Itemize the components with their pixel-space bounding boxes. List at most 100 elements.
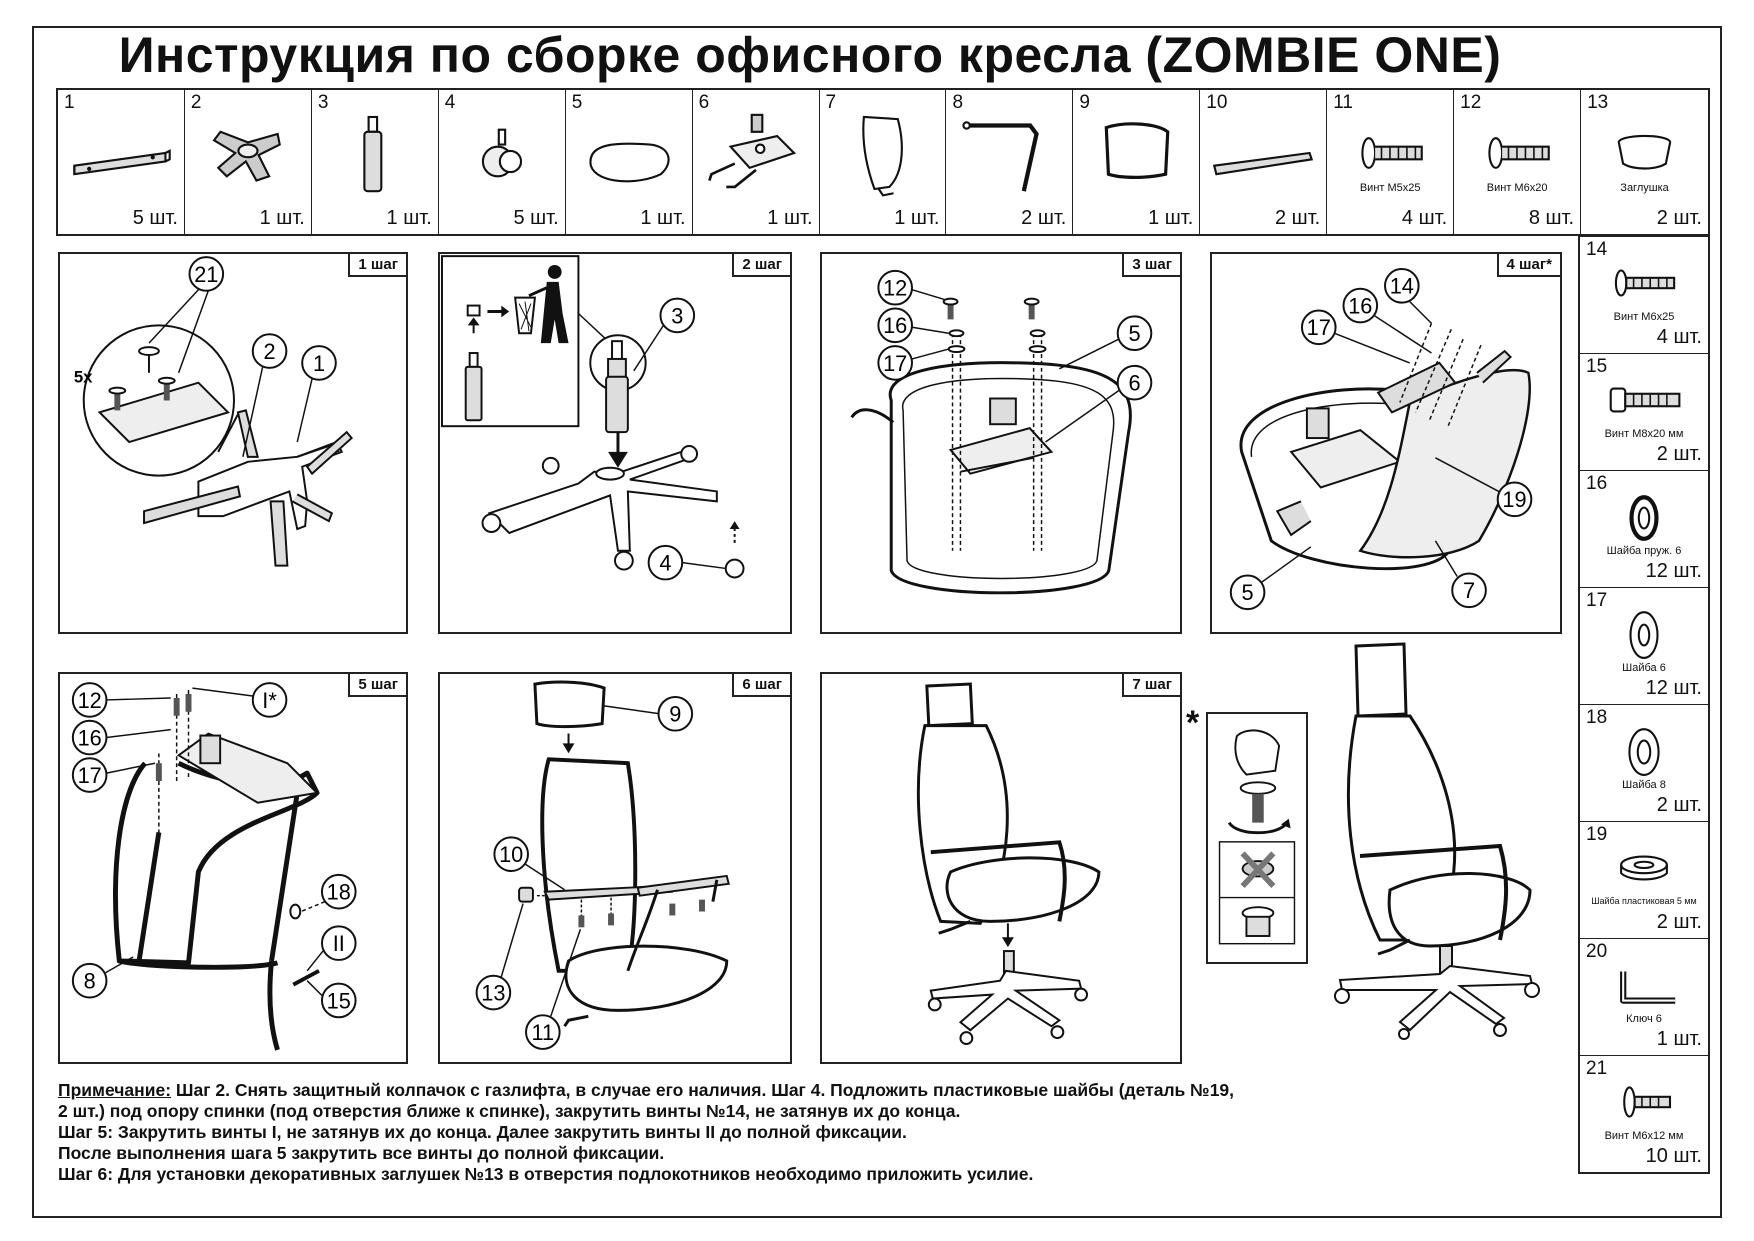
part-number: 18: [1586, 707, 1608, 728]
gas-lift-icon: [322, 108, 428, 198]
callout-11: 11: [532, 1020, 555, 1045]
step-5-panel: 12 16 17 I* 18 II 15 8 5 шаг: [58, 672, 408, 1064]
part-cell: 3 1 шт.: [312, 90, 439, 234]
part-name: Ключ 6: [1626, 1013, 1662, 1025]
part-quantity: 4 шт.: [1656, 326, 1702, 348]
step-3-label: 3 шаг: [1122, 254, 1180, 277]
page-frame: [32, 26, 1722, 1218]
backrest-icon: [830, 108, 936, 198]
assembly-note: Примечание: Шаг 2. Снять защитный колпач…: [58, 1080, 1558, 1185]
step-2-illustration: 3 4: [440, 255, 745, 581]
part-quantity: 2 шт.: [1656, 794, 1702, 816]
part-name: Винт М8х20 мм: [1604, 428, 1684, 440]
part-cell: 17 Шайба 6 12 шт.: [1580, 587, 1708, 704]
part-number: 15: [1586, 356, 1608, 377]
part-number: 8: [952, 92, 964, 113]
part-cell: 13 Заглушка 2 шт.: [1581, 90, 1708, 234]
step-2-panel: 3 4 2 шаг: [438, 252, 792, 634]
callout-16: 16: [1348, 293, 1372, 318]
note-line: После выполнения шага 5 закрутить все ви…: [58, 1143, 665, 1163]
hex-bolt-icon: [1590, 374, 1698, 426]
part-name: Шайба 6: [1622, 662, 1666, 674]
part-name: Винт М6х25: [1613, 311, 1675, 323]
step-3-illustration: 12 16 17 5 6: [850, 269, 1153, 595]
screw-icon: [1590, 257, 1698, 309]
step-1-illustration: 21 2 1 5х: [74, 256, 353, 567]
screw-detail-panel: [1206, 712, 1308, 964]
part-name: Шайба пластиковая 5 мм: [1591, 896, 1697, 906]
step-7-panel: 7 шаг: [820, 672, 1182, 1064]
parts-table-top: 1 5 шт. 2 1 шт. 3 1 шт. 4 5 шт. 5 1 шт. …: [56, 88, 1710, 236]
spring-washer-icon: [1590, 491, 1698, 543]
callout-8: 8: [84, 969, 96, 994]
part-cell: 16 Шайба пруж. 6 12 шт.: [1580, 470, 1708, 587]
part-name: Заглушка: [1620, 182, 1669, 194]
screw-icon: [1590, 1076, 1698, 1128]
callout-7: 7: [1463, 578, 1475, 603]
callout-9: 9: [669, 702, 681, 727]
caster-icon: [449, 108, 555, 198]
part-name: Шайба пруж. 6: [1606, 545, 1682, 557]
step-6-illustration: 9 10 13 11: [475, 680, 730, 1050]
part-cell: 6 1 шт.: [693, 90, 820, 234]
parts-table-side: 14 Винт М6х25 4 шт. 15 Винт М8х20 мм 2 ш…: [1578, 236, 1710, 1174]
headrest-icon: [1083, 108, 1189, 198]
callout-16: 16: [883, 313, 907, 338]
step-5-label: 5 шаг: [348, 674, 406, 697]
part-quantity: 1 шт.: [767, 207, 813, 229]
plastic-washer-icon: [1590, 842, 1698, 894]
step-4-illustration: 14 16 17 19 5 7: [1229, 268, 1533, 611]
part-quantity: 1 шт.: [259, 207, 305, 229]
step-4-panel: 14 16 17 19 5 7 4 шаг*: [1210, 252, 1562, 634]
part-name: Винт М6х20: [1486, 182, 1548, 194]
screw-detail-illustration: [1218, 729, 1296, 945]
part-cell: 12 Винт М6х20 8 шт.: [1454, 90, 1582, 234]
callout-19: 19: [1502, 487, 1526, 512]
callout-18: 18: [327, 880, 351, 905]
hex-key-icon: [1590, 959, 1698, 1011]
part-cell: 15 Винт М8х20 мм 2 шт.: [1580, 353, 1708, 470]
part-number: 10: [1206, 92, 1228, 113]
part-quantity: 8 шт.: [1528, 207, 1575, 229]
callout-21: 21: [194, 262, 218, 287]
part-quantity: 1 шт.: [894, 207, 940, 229]
callout-5: 5: [1242, 580, 1254, 605]
part-cell: 19 Шайба пластиковая 5 мм 2 шт.: [1580, 821, 1708, 938]
part-number: 12: [1460, 92, 1482, 113]
step-7-illustration: [916, 682, 1101, 1046]
part-quantity: 12 шт.: [1645, 560, 1702, 582]
washer-icon: [1590, 725, 1698, 777]
mechanism-icon: [703, 108, 809, 198]
callout-12: 12: [883, 276, 907, 301]
note-line: Шаг 5: Закрутить винты I, не затянув их …: [58, 1122, 907, 1142]
callout-5: 5: [1128, 321, 1140, 346]
screw-icon: [1464, 108, 1570, 198]
part-number: 14: [1586, 239, 1608, 260]
callout-1: 1: [313, 351, 325, 376]
step-6-panel: 9 10 13 11 6 шаг: [438, 672, 792, 1064]
step-2-label: 2 шаг: [732, 254, 790, 277]
part-quantity: 1 шт.: [386, 207, 432, 229]
washer-icon: [1590, 608, 1698, 660]
callout-I-star: I*: [262, 688, 277, 713]
part-cell: 20 Ключ 6 1 шт.: [1580, 938, 1708, 1055]
part-quantity: 5 шт.: [513, 207, 559, 229]
part-quantity: 1 шт.: [1148, 207, 1194, 229]
callout-4: 4: [659, 551, 671, 576]
armrest-frame-icon: [956, 108, 1062, 198]
part-cell: 21 Винт М6х12 мм 10 шт.: [1580, 1055, 1708, 1172]
armrest-pad-icon: [1210, 108, 1316, 198]
part-cell: 4 5 шт.: [439, 90, 566, 234]
part-quantity: 1 шт.: [640, 207, 686, 229]
part-cell: 8 2 шт.: [946, 90, 1074, 234]
part-cell: 2 1 шт.: [185, 90, 312, 234]
callout-6: 6: [1128, 371, 1140, 396]
part-cell: 5 1 шт.: [566, 90, 693, 234]
callout-2: 2: [264, 339, 276, 364]
part-number: 6: [698, 92, 710, 113]
part-cell: 9 1 шт.: [1073, 90, 1201, 234]
part-number: 5: [571, 92, 583, 113]
part-cell: 18 Шайба 8 2 шт.: [1580, 704, 1708, 821]
callout-16: 16: [78, 725, 102, 750]
callout-15: 15: [327, 988, 351, 1013]
